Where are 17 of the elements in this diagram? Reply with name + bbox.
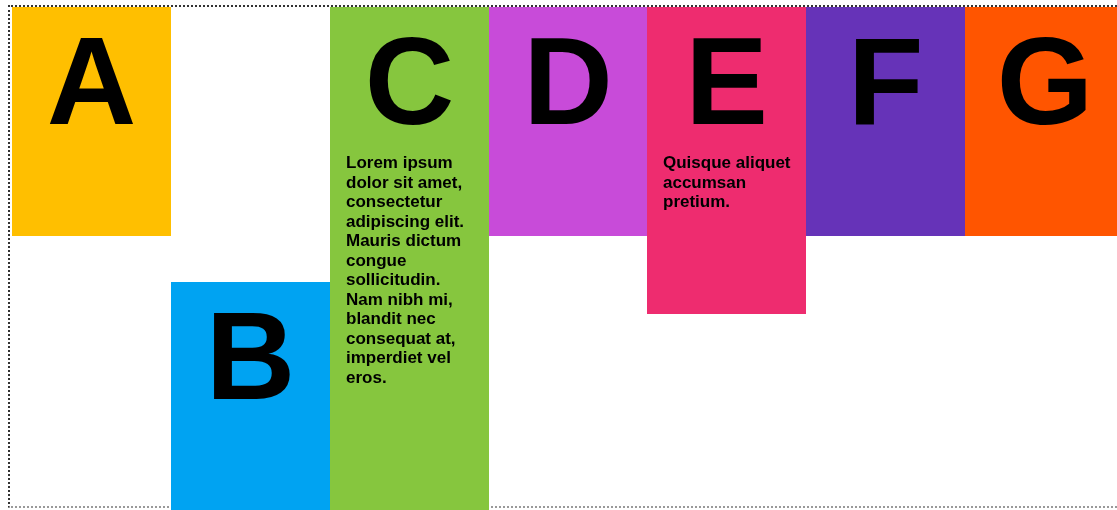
block-letter: C — [363, 11, 456, 151]
block-letter: B — [204, 286, 297, 426]
paragraph: Quisque aliquet accumsan pretium. — [663, 153, 792, 212]
block-letter: D — [522, 11, 614, 151]
paragraph: Lorem ipsum dolor sit amet, consectetur adipiscing elit. Mauris dictum congue sollicitudin. Nam nibh mi, blandit nec consequat at, imperdiet vel eros. — [346, 153, 466, 387]
color-block — [171, 282, 330, 510]
color-block — [647, 7, 806, 314]
dotted-frame — [8, 5, 1117, 508]
color-block — [330, 7, 489, 510]
block-letter: G — [995, 11, 1095, 151]
color-block — [12, 7, 171, 236]
color-block — [489, 7, 647, 236]
block-letter: F — [846, 11, 925, 151]
block-letter: A — [45, 11, 138, 151]
block-letter: E — [684, 11, 769, 151]
color-block — [806, 7, 965, 236]
color-block — [965, 7, 1117, 236]
